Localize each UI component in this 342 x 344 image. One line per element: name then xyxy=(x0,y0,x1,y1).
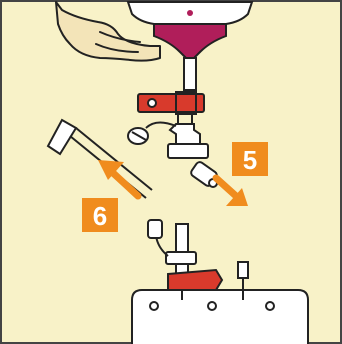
step-6-badge: 6 xyxy=(82,198,118,232)
clamp-icon xyxy=(168,270,222,290)
step-6-number: 6 xyxy=(93,201,107,231)
bag-icon xyxy=(132,290,308,344)
step-5-badge: 5 xyxy=(232,142,268,176)
step-5-number: 5 xyxy=(243,145,257,175)
